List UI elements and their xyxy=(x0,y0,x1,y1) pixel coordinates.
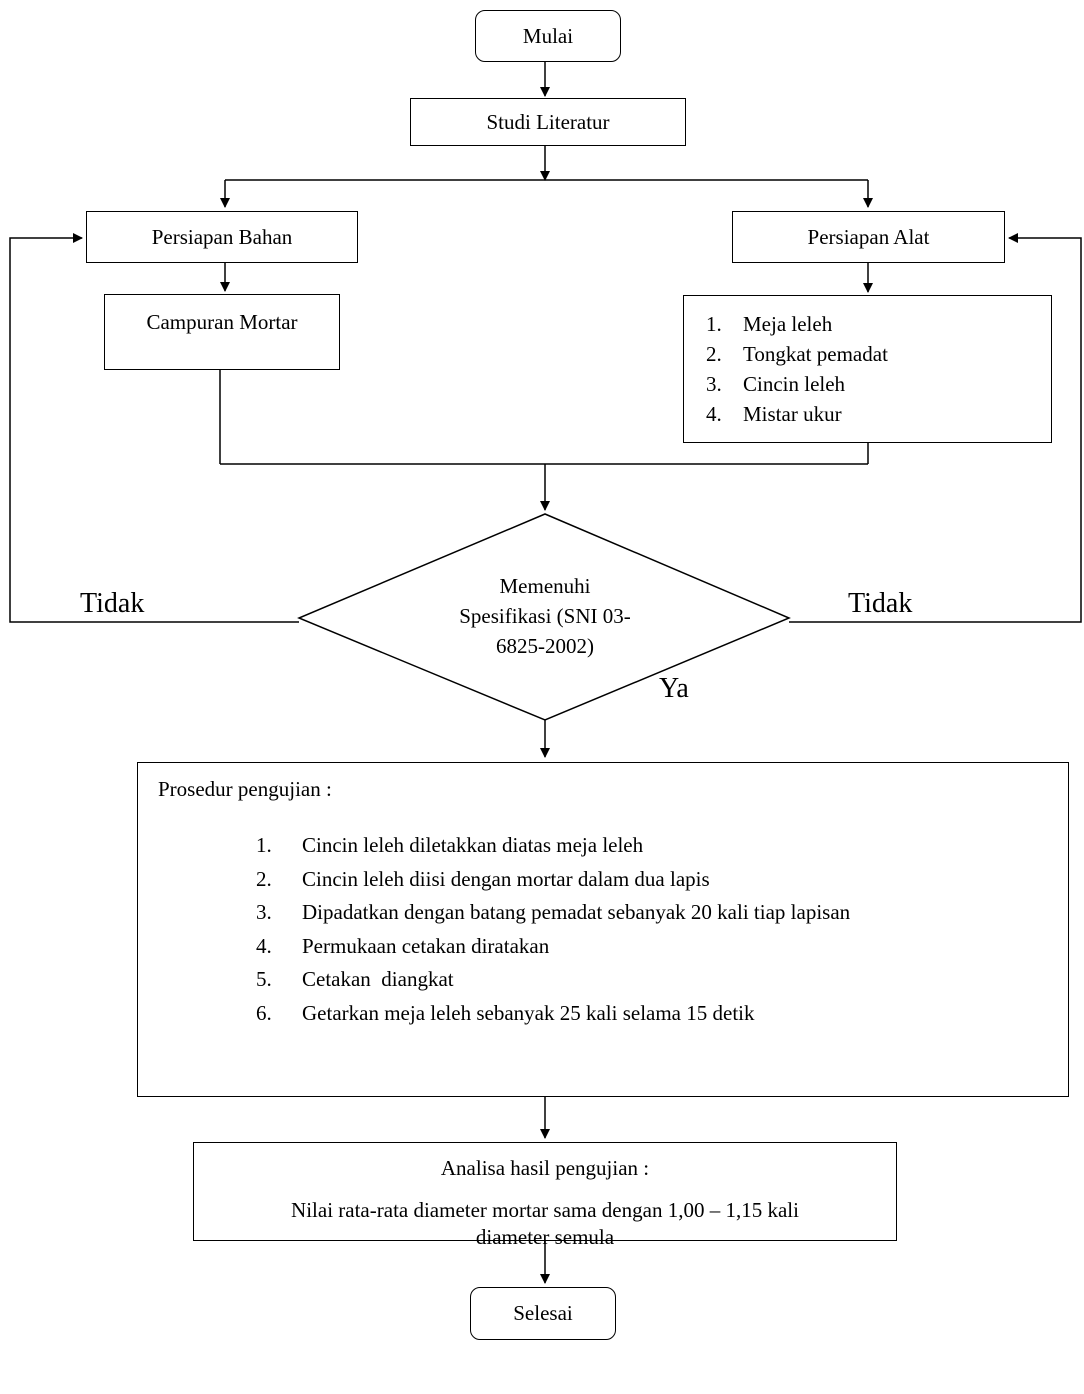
tool-num: 2. xyxy=(706,342,722,366)
end-label: Selesai xyxy=(513,1301,573,1326)
tool-text: Mistar ukur xyxy=(743,402,842,426)
tool-text: Cincin leleh xyxy=(743,372,846,396)
procedure-step: 2. Cincin leleh diisi dengan mortar dalam… xyxy=(256,863,1068,897)
procedure-box: Prosedur pengujian : 1. Cincin leleh dile… xyxy=(137,762,1069,1097)
tool-list: 1. Meja leleh 2. Tongkat pemadat 3. Cincin … xyxy=(706,309,1051,429)
tool-num: 4. xyxy=(706,402,722,426)
step-num: 1. xyxy=(256,833,272,858)
tool-num: 1. xyxy=(706,312,722,336)
end-terminator: Selesai xyxy=(470,1287,616,1340)
literature-label: Studi Literatur xyxy=(486,109,610,134)
decision-text: Memenuhi Spesifikasi (SNI 03- 6825-2002) xyxy=(405,571,685,661)
procedure-step: 5. Cetakan diangkat xyxy=(256,963,1068,997)
step-text: Dipadatkan dengan batang pemadat sebanya… xyxy=(302,900,851,925)
decision-line: Memenuhi xyxy=(499,574,591,598)
step-num: 5. xyxy=(256,967,272,992)
no-label-left: Tidak xyxy=(80,588,145,619)
material-prep-box: Persiapan Bahan xyxy=(86,211,358,263)
analysis-text: Nilai rata-rata diameter mortar sama den… xyxy=(194,1197,896,1251)
analysis-line: diameter semula xyxy=(475,1225,615,1250)
tool-text: Meja leleh xyxy=(743,312,833,336)
procedure-steps: 1. Cincin leleh diletakkan diatas meja le… xyxy=(158,829,1068,1030)
procedure-step: 6. Getarkan meja leleh sebanyak 25 kali s… xyxy=(256,997,1068,1031)
loop-left xyxy=(9,233,299,623)
start-label: Mulai xyxy=(522,23,574,48)
tool-prep-label: Persiapan Alat xyxy=(807,224,930,249)
no-label-right: Tidak xyxy=(848,588,913,619)
start-terminator: Mulai xyxy=(475,10,621,62)
analysis-title: Analisa hasil pengujian : xyxy=(440,1156,650,1180)
tool-prep-box: Persiapan Alat xyxy=(732,211,1005,263)
step-num: 2. xyxy=(256,866,272,891)
procedure-step: 3. Dipadatkan dengan batang pemadat seban… xyxy=(256,896,1068,930)
step-num: 4. xyxy=(256,933,272,958)
step-text: Getarkan meja leleh sebanyak 25 kali sel… xyxy=(302,1000,755,1025)
step-text: Cetakan diangkat xyxy=(302,967,454,992)
step-num: 6. xyxy=(256,1000,272,1025)
analysis-box: Analisa hasil pengujian : Nilai rata-rat… xyxy=(193,1142,897,1249)
mortar-mix-label: Campuran Mortar xyxy=(146,310,298,334)
step-text: Permukaan cetakan diratakan xyxy=(302,933,550,958)
loop-right xyxy=(789,233,1082,623)
decision-line: 6825-2002) xyxy=(496,634,594,658)
procedure-step: 1. Cincin leleh diletakkan diatas meja le… xyxy=(256,829,1068,863)
yes-label: Ya xyxy=(659,673,689,704)
tool-text: Tongkat pemadat xyxy=(743,342,888,366)
decision-line: Spesifikasi (SNI 03- xyxy=(459,604,631,628)
mortar-mix-box: Campuran Mortar xyxy=(104,294,340,370)
step-text: Cincin leleh diletakkan diatas meja lele… xyxy=(302,833,644,858)
material-prep-label: Persiapan Bahan xyxy=(151,224,293,249)
literature-box: Studi Literatur xyxy=(410,98,686,146)
tool-item: 2. Tongkat pemadat xyxy=(706,339,1051,369)
step-num: 3. xyxy=(256,900,272,925)
tool-num: 3. xyxy=(706,372,722,396)
procedure-step: 4. Permukaan cetakan diratakan xyxy=(256,930,1068,964)
tool-list-box: 1. Meja leleh 2. Tongkat pemadat 3. Cincin … xyxy=(683,295,1052,443)
tool-item: 1. Meja leleh xyxy=(706,309,1051,339)
tool-item: 3. Cincin leleh xyxy=(706,369,1051,399)
tool-item: 4. Mistar ukur xyxy=(706,399,1051,429)
step-text: Cincin leleh diisi dengan mortar dalam d… xyxy=(302,866,710,891)
procedure-title: Prosedur pengujian : xyxy=(158,777,332,801)
analysis-line: Nilai rata-rata diameter mortar sama den… xyxy=(291,1198,799,1223)
